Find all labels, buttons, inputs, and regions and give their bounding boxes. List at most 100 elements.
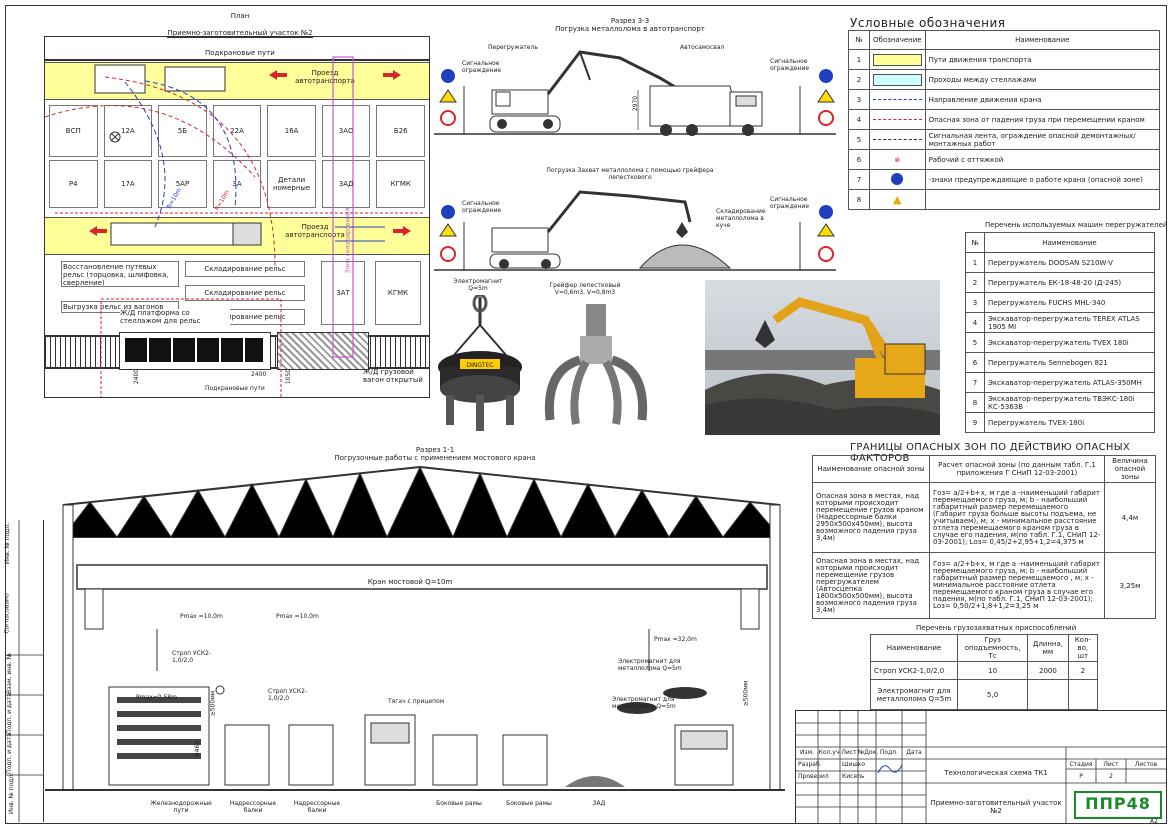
lifting-len-1: [1027, 679, 1069, 710]
legend-sym-tape: [873, 139, 922, 140]
plan-rail-label: Подкрановые пути: [205, 49, 275, 57]
lifting-name-0: Строп УСК2-1,0/2,0: [870, 661, 958, 680]
drawing-frame: [5, 5, 1167, 824]
lifting-qty-0: 2: [1067, 661, 1099, 680]
legend-sym-passage: [873, 73, 922, 86]
platform-label: Ж/Д платформа со стеллажом для рельс: [120, 309, 230, 325]
legend-head-sym: Обозначение: [869, 30, 926, 50]
section11-truck: Тягач с прицепом: [388, 698, 445, 705]
bottom-label-0: Железнодорожные пути: [150, 800, 212, 814]
section11-h3: ≥500мм: [742, 680, 750, 707]
bottom-label-1: Надрессорные балки: [229, 800, 277, 814]
side-label-0: Согласовано: [3, 593, 11, 634]
cell-r1-2: 5Б: [158, 105, 207, 157]
section11-subtitle: Погрузочные работы с применением мостово…: [334, 454, 536, 462]
machine-name-5: Перегружатель Sennebogen 821: [984, 352, 1155, 373]
machine-name-4: Экскаватор-перегружатель TVEX 180i: [984, 332, 1155, 353]
machine-name-8: Перегружатель TVEX-180i: [984, 412, 1155, 433]
section11-drawing: [45, 465, 785, 791]
lifting-table: Наименование Груз оподъемность, Тс Длинн…: [870, 634, 1099, 710]
stamp: Изм. Кол.уч Лист №Док. Подп. Дата Разраб…: [795, 710, 1166, 823]
danger-name-1: Опасная зона в местах, над которыми прои…: [812, 552, 930, 619]
legend-name-2: Направление движения крана: [924, 89, 1161, 110]
machine-n-0: 1: [965, 252, 985, 273]
magnet-label: Электромагнит Q=5m: [453, 278, 503, 292]
machine-name-1: Перегружатель ЕК-18-48-20 (Д-245): [984, 272, 1155, 293]
plan-title: План Приемно-заготовительный участок №2: [140, 12, 340, 39]
lower-right-0: 3АТ: [321, 261, 365, 325]
legend-title: Условные обозначения: [850, 16, 1006, 30]
stage-h-1: Лист: [1103, 761, 1119, 768]
wagon: [277, 332, 369, 370]
magnet-brand: DINGTEC: [467, 362, 494, 369]
cell-r1-5: 3АО: [321, 105, 371, 157]
lifting-head-1: Груз оподъемность, Тс: [956, 634, 1029, 662]
unload-fence-left: Сигнальное ограждение: [462, 200, 502, 214]
lifting-head-2: Длинна, мм: [1027, 634, 1069, 662]
section11-header: Разрез 1-1 Погрузочные работы с применен…: [320, 446, 550, 462]
format-label: А2: [1150, 818, 1158, 825]
section11-magnet1: Электромагнит для металлолома Q=5m: [618, 658, 682, 672]
machines-title: Перечень используемых машин перегружател…: [985, 221, 1168, 229]
lower-right-1: КГМК: [375, 261, 421, 325]
excavator-photo: [705, 280, 940, 435]
cells-row1: ВСП 12А 5Б 22А 16А 3АО Б26: [49, 105, 426, 157]
cells-row2: Р4 17А 5АР 3А Детали номерные 3АД КГМК: [49, 160, 426, 208]
lifting-cap-1: 5,0: [956, 679, 1029, 710]
section11-pmax1: Pmax =10,0m: [180, 613, 223, 620]
danger-calc-1: Гоз= a/2+b+x, м где a -наименьший габари…: [929, 552, 1105, 619]
stamp-head-4: Подп.: [879, 749, 899, 756]
legend-n-3: 4: [848, 109, 870, 130]
legend-n-6: 7: [848, 169, 870, 190]
stamp-r1-name: Шишко: [842, 761, 866, 768]
side-label-2: Подп. и дата: [5, 693, 13, 734]
section11-sling2: Строп УСК2-1,0/2,0: [268, 688, 308, 702]
stamp-head-3: №Док.: [858, 749, 879, 756]
legend-n-4: 5: [848, 129, 870, 150]
section33-fence-left: Сигнальное ограждение: [462, 60, 502, 74]
legend-name-0: Пути движения транспорта: [924, 49, 1161, 70]
bottom-label-4: Боковые рамы: [506, 800, 552, 807]
danger-head-1: Расчет опасной зоны (по данным табл. Г.1…: [929, 455, 1105, 483]
danger-table: Наименование опасной зоны Расчет опасной…: [812, 455, 1156, 619]
stamp-head-5: Дата: [906, 749, 922, 756]
rail-line-top: [45, 59, 429, 61]
lifting-name-1: Электромагнит для металлолома Q=5m: [870, 679, 958, 710]
danger-value-1: 3,25м: [1104, 552, 1156, 619]
cell-r2-6: КГМК: [376, 160, 426, 208]
machine-name-0: Перегружатель DOOSAN S210W-V: [984, 252, 1155, 273]
machine-n-8: 9: [965, 412, 985, 433]
side-label-4: Подп. и дата: [5, 733, 13, 774]
legend-n-5: 6: [848, 149, 870, 170]
machine-name-6: Экскаватор-перегружатель ATLAS-350MH: [984, 372, 1155, 393]
stamp-head: Изм. Кол.уч Лист №Док. Подп. Дата: [796, 749, 926, 756]
magnet-image: DINGTEC: [438, 295, 522, 431]
side-strip-svg: [5, 520, 43, 822]
legend-n-0: 1: [848, 49, 870, 70]
cell-r1-0: ВСП: [49, 105, 98, 157]
worker-icon: ⊗: [894, 155, 901, 164]
signature: [877, 764, 903, 774]
cell-r2-3: 3А: [212, 160, 262, 208]
wagon-label: Ж/Д грузовой вагон открытый: [363, 368, 423, 384]
grab-image: [544, 304, 648, 425]
legend-n-1: 2: [848, 69, 870, 90]
section33-subtitle: Погрузка металлолома в автотранспорт: [555, 25, 705, 33]
platform-racks: [125, 338, 263, 362]
lifting-qty-1: [1067, 679, 1099, 710]
machine-name-2: Перегружатель FUCHS MHL-340: [984, 292, 1155, 313]
section11-h2: ≥500мм: [209, 690, 217, 717]
section33-title: Разрез 3-3: [610, 17, 650, 25]
cell-r1-1: 12А: [103, 105, 153, 157]
lifting-cap-0: 10: [956, 661, 1029, 680]
section11-crane: Кран мостовой Q=10m: [367, 578, 453, 586]
legend-name-1: Проходы между стеллажами: [924, 69, 1161, 90]
plan-rail-bottom-label: Подкрановые пути: [205, 385, 265, 392]
cell-r2-0: Р4: [49, 160, 98, 208]
cell-r1-6: Б26: [376, 105, 426, 157]
stamp-r1-role: Разраб.: [798, 761, 822, 768]
cell-r1-4: 16А: [267, 105, 316, 157]
machines-head-n: №: [965, 232, 985, 253]
stamp-area: Приемно-заготовительный участок №2: [930, 799, 1062, 815]
